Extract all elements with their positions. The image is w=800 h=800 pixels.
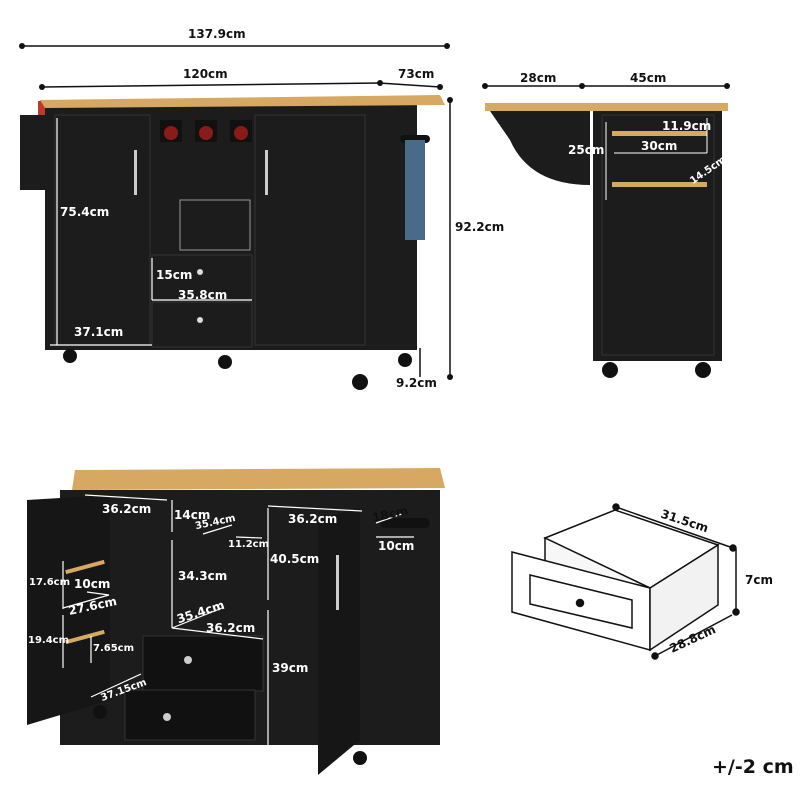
- drawer-width-label: 35.8cm: [178, 288, 228, 302]
- right-cabinet-width-label: 36.2cm: [288, 512, 338, 526]
- middle-height-label: 34.3cm: [178, 569, 228, 583]
- door-rack-gap-label: 7.65cm: [93, 643, 135, 654]
- rack-width-label: 30cm: [641, 139, 678, 153]
- left-cabinet-width-label: 36.2cm: [102, 502, 152, 516]
- wine-slot-gap-label: 11.2cm: [228, 539, 270, 550]
- tolerance-label: +/-2 cm: [712, 756, 794, 778]
- front-view-drawing: [19, 43, 453, 390]
- middle-width-label: 36.2cm: [206, 621, 256, 635]
- side-extension-label: 73cm: [398, 67, 435, 81]
- drop-leaf-label: 28cm: [520, 71, 557, 85]
- door-rack-depth-label: 10cm: [74, 577, 111, 591]
- rack-height-label: 25cm: [568, 143, 605, 157]
- drawer-drawing: [511, 503, 740, 660]
- depth-label: 45cm: [630, 71, 667, 85]
- overall-width-label: 137.9cm: [188, 27, 246, 41]
- cabinet-width-label: 37.1cm: [74, 325, 124, 339]
- right-lower-height-label: 39cm: [272, 661, 309, 675]
- total-height-label: 92.2cm: [455, 220, 505, 234]
- side-view-drawing: [482, 83, 730, 378]
- wheel-height-label: 9.2cm: [396, 376, 437, 390]
- drawer-height-label: 15cm: [156, 268, 193, 282]
- drawer-height-label: 7cm: [745, 573, 773, 587]
- door-rack-lower-label: 19.4cm: [28, 635, 70, 646]
- door-rack-upper-label: 17.6cm: [29, 577, 71, 588]
- body-height-label: 75.4cm: [60, 205, 110, 219]
- towel-bar-depth-label: 10cm: [378, 539, 415, 553]
- rack-spacing-label: 11.9cm: [662, 119, 712, 133]
- top-width-label: 120cm: [183, 67, 228, 81]
- wine-slot-height-label: 14cm: [174, 508, 211, 522]
- right-upper-height-label: 40.5cm: [270, 552, 320, 566]
- open-view-drawing: [27, 468, 445, 775]
